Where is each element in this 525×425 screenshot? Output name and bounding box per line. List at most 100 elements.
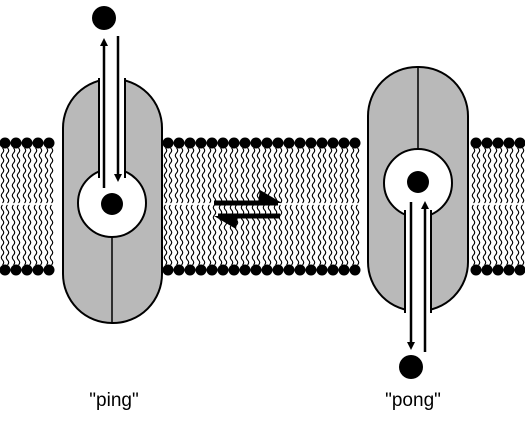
lipid-head xyxy=(327,137,339,149)
pong-transporter xyxy=(367,66,469,379)
lipid-tail xyxy=(482,204,487,266)
lipid-tail xyxy=(306,204,311,266)
lipid-tail xyxy=(350,204,355,266)
lipid-head xyxy=(503,264,515,276)
lipid-tail xyxy=(317,147,322,204)
lipid-head xyxy=(481,264,493,276)
lipid-tail xyxy=(289,147,294,204)
lipid-head xyxy=(173,137,185,149)
lipid-head xyxy=(250,137,262,149)
lipid-tail xyxy=(240,147,245,204)
lipid-tail xyxy=(5,204,10,266)
lipid-head xyxy=(294,137,306,149)
lipid-tail xyxy=(179,147,184,204)
lipid-head xyxy=(206,137,218,149)
lipid-tail xyxy=(333,204,338,266)
lipid-tail xyxy=(476,147,481,204)
lipid-head xyxy=(32,264,44,276)
lipid-head xyxy=(272,137,284,149)
lipid-head xyxy=(305,137,317,149)
lipid-head xyxy=(349,137,361,149)
lipid-tail xyxy=(328,147,333,204)
ping-bound-substrate xyxy=(101,193,123,215)
lipid-tail xyxy=(174,204,179,266)
lipid-head xyxy=(21,137,33,149)
lipid-head xyxy=(0,264,11,276)
lipid-head xyxy=(32,137,44,149)
lipid-tail xyxy=(16,147,21,204)
lipid-tail xyxy=(482,147,487,204)
lipid-head xyxy=(481,137,493,149)
lipid-head xyxy=(261,264,273,276)
lipid-tail xyxy=(355,204,360,266)
lipid-tail xyxy=(212,204,217,266)
lipid-tail xyxy=(515,147,520,204)
lipid-tail xyxy=(344,204,349,266)
lipid-tail xyxy=(11,204,16,266)
lipid-tail xyxy=(44,204,49,266)
lipid-head xyxy=(43,137,55,149)
lipid-tail xyxy=(0,204,5,266)
lipid-tail xyxy=(196,147,201,204)
lipid-head xyxy=(195,264,207,276)
lipid-tail xyxy=(179,204,184,266)
lipid-tail xyxy=(212,147,217,204)
lipid-tail xyxy=(38,204,43,266)
lipid-tail xyxy=(273,147,278,204)
lipid-tail xyxy=(201,147,206,204)
lipid-tail xyxy=(33,204,38,266)
lipid-head xyxy=(228,137,240,149)
lipid-head xyxy=(162,137,174,149)
lipid-tail xyxy=(333,147,338,204)
lipid-tail xyxy=(11,147,16,204)
lipid-tail xyxy=(190,147,195,204)
lipid-head xyxy=(316,264,328,276)
lipid-tail xyxy=(38,147,43,204)
lipid-head xyxy=(250,264,262,276)
lipid-tail xyxy=(498,204,503,266)
ping-label: "ping" xyxy=(89,390,139,411)
lipid-tail xyxy=(33,147,38,204)
lipid-tail xyxy=(174,147,179,204)
lipid-head xyxy=(349,264,361,276)
lipid-tail xyxy=(322,204,327,266)
lipid-tail xyxy=(256,147,261,204)
forward-arrowhead xyxy=(258,190,282,203)
lipid-tail xyxy=(311,147,316,204)
lipid-tail xyxy=(520,147,525,204)
lipid-tail xyxy=(295,147,300,204)
lipid-tail xyxy=(328,204,333,266)
lipid-tail xyxy=(295,204,300,266)
lipid-head xyxy=(305,264,317,276)
lipid-head xyxy=(10,264,22,276)
lipid-tail xyxy=(284,204,289,266)
lipid-head xyxy=(294,264,306,276)
lipid-tail xyxy=(163,147,168,204)
lipid-tail xyxy=(245,147,250,204)
lipid-tail xyxy=(267,147,272,204)
lipid-tail xyxy=(207,147,212,204)
lipid-tail xyxy=(27,204,32,266)
lipid-tail xyxy=(350,147,355,204)
lipid-tail xyxy=(185,147,190,204)
lipid-head xyxy=(228,264,240,276)
lipid-tail xyxy=(196,204,201,266)
lipid-tail xyxy=(520,204,525,266)
lipid-tail xyxy=(471,204,476,266)
lipid-tail xyxy=(44,147,49,204)
lipid-tail xyxy=(355,147,360,204)
lipid-tail xyxy=(509,204,514,266)
lipid-tail xyxy=(49,147,54,204)
lipid-head xyxy=(470,264,482,276)
lipid-head xyxy=(195,137,207,149)
lipid-head xyxy=(184,264,196,276)
lipid-head xyxy=(272,264,284,276)
lipid-tail xyxy=(218,147,223,204)
lipid-tail xyxy=(223,147,228,204)
lipid-tail xyxy=(163,204,168,266)
lipid-tail xyxy=(185,204,190,266)
ping-transporter xyxy=(62,6,163,324)
pong-label: "pong" xyxy=(385,390,441,411)
lipid-head xyxy=(338,137,350,149)
